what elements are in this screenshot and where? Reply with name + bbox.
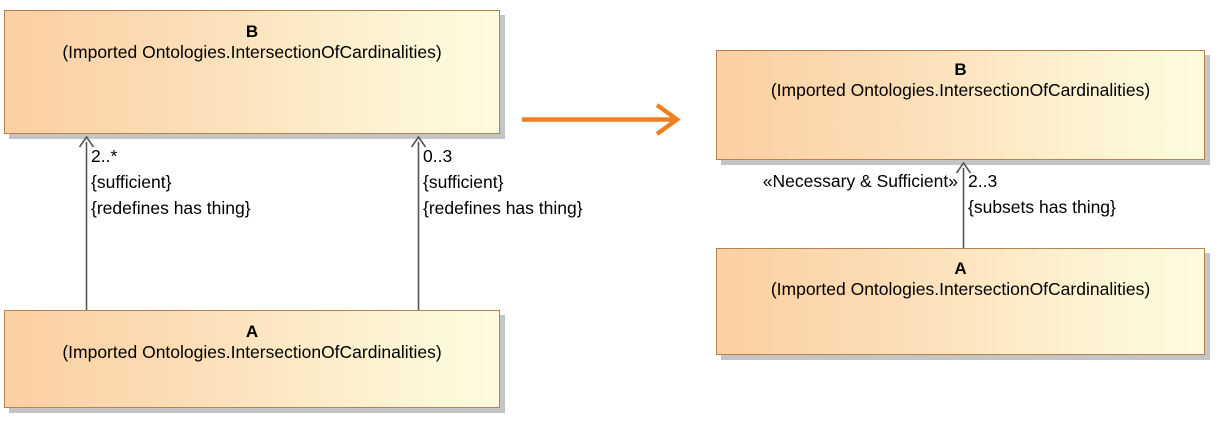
left-association-1-multiplicity: 2..* — [91, 146, 118, 166]
right-association-1-multiplicity: 2..3 — [968, 171, 998, 191]
left-association-2-connector[interactable] — [408, 134, 430, 312]
left-association-1-constraint-2: {redefines has thing} — [91, 198, 251, 218]
right-class-box-a[interactable]: A (Imported Ontologies.IntersectionOfCar… — [716, 248, 1205, 355]
right-association-1-constraint-1: {subsets has thing} — [968, 197, 1116, 217]
transformation-right-arrow-icon — [520, 103, 686, 137]
left-class-box-a[interactable]: A (Imported Ontologies.IntersectionOfCar… — [4, 310, 500, 408]
left-class-b-name: B — [245, 22, 259, 41]
left-association-2-constraint-1: {sufficient} — [423, 172, 504, 192]
left-class-box-b[interactable]: B (Imported Ontologies.IntersectionOfCar… — [4, 10, 500, 134]
left-class-b-qualifier: (Imported Ontologies.IntersectionOfCardi… — [62, 42, 442, 62]
right-association-1-connector[interactable] — [953, 160, 975, 250]
left-association-2-multiplicity: 0..3 — [423, 146, 453, 166]
left-class-a-name: A — [245, 322, 259, 341]
right-association-1-stereotype-text: «Necessary & Sufficient» — [762, 171, 958, 191]
left-association-2-constraint-2: {redefines has thing} — [423, 198, 583, 218]
left-association-2-labels: 0..3 {sufficient} {redefines has thing} — [423, 143, 583, 221]
right-class-b-name: B — [954, 60, 967, 79]
right-class-box-b[interactable]: B (Imported Ontologies.IntersectionOfCar… — [716, 50, 1205, 160]
left-class-a-qualifier: (Imported Ontologies.IntersectionOfCardi… — [62, 342, 442, 362]
left-association-1-labels: 2..* {sufficient} {redefines has thing} — [91, 143, 251, 221]
right-class-b-qualifier: (Imported Ontologies.IntersectionOfCardi… — [770, 80, 1151, 100]
right-association-1-labels: 2..3 {subsets has thing} — [968, 168, 1116, 220]
right-class-a-qualifier: (Imported Ontologies.IntersectionOfCardi… — [770, 279, 1151, 299]
right-association-1-stereotype: «Necessary & Sufficient» — [660, 168, 958, 194]
left-association-1-constraint-1: {sufficient} — [91, 172, 172, 192]
right-class-a-name: A — [954, 259, 967, 278]
left-association-1-connector[interactable] — [76, 134, 98, 312]
